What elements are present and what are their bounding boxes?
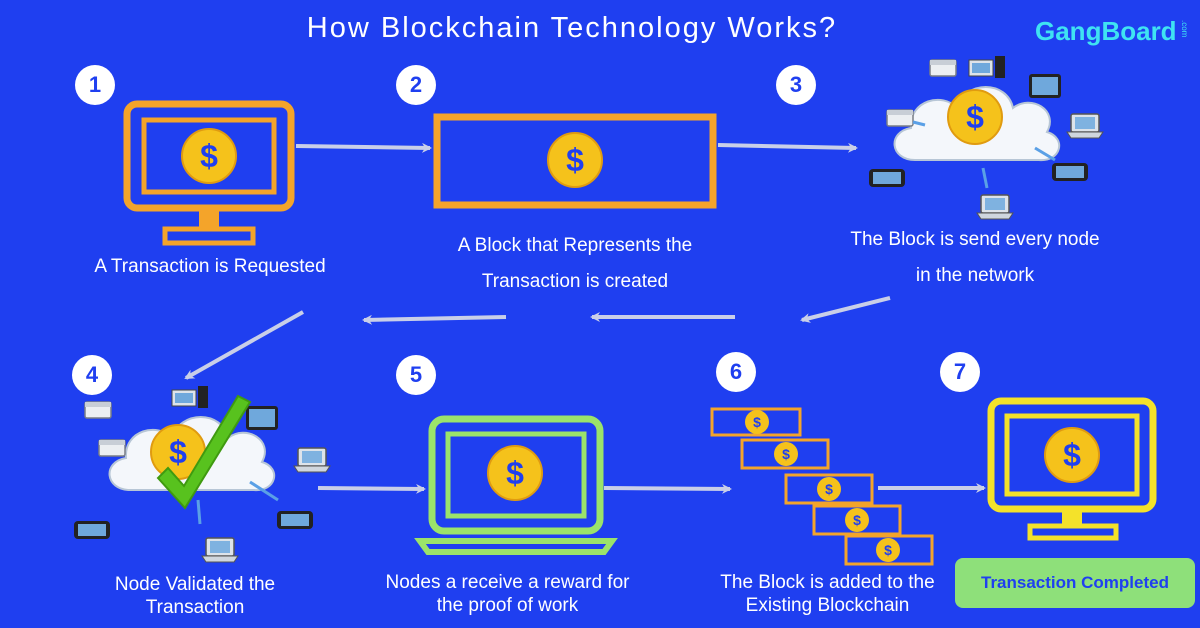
- step-5-caption: Nodes a receive a reward for the proof o…: [385, 572, 630, 616]
- step-1-caption: A Transaction is Requested: [94, 256, 326, 277]
- arrow-3-back-1: [800, 296, 891, 323]
- step-2-dollar-sign: $: [566, 142, 584, 178]
- step-6-blockchain-icon: [710, 407, 934, 566]
- flow-arrows: [184, 142, 986, 494]
- step-3-network-cloud-icon: [869, 55, 1104, 220]
- step-1-dollar-sign: $: [200, 138, 218, 174]
- chain-dollar-sign: $: [782, 446, 790, 462]
- page-title: How Blockchain Technology Works?: [306, 12, 838, 44]
- step-2-number: 2: [396, 65, 436, 105]
- arrow-3-back-3: [362, 314, 507, 325]
- chain-dollar-sign: $: [853, 512, 861, 528]
- arrow-2-to-3: [717, 142, 858, 153]
- step-1-monitor-icon: [123, 100, 295, 246]
- step-4-caption: Node Validated the Transaction: [114, 574, 276, 618]
- step-5-number: 5: [396, 355, 436, 395]
- step-6-caption: The Block is added to the Existing Block…: [720, 572, 935, 616]
- chain-dollar-sign: $: [753, 414, 761, 430]
- step-3-number: 3: [776, 65, 816, 105]
- step-7-dollar-sign: $: [1063, 437, 1081, 473]
- step-1-number: 1: [75, 65, 115, 105]
- brand-suffix: .com: [1180, 20, 1189, 38]
- step-4-validated-network-icon: [74, 385, 331, 563]
- step-2-block-icon: [433, 113, 717, 209]
- arrow-4-to-5: [317, 483, 426, 494]
- step-7-number: 7: [940, 352, 980, 392]
- transaction-completed-badge: Transaction Completed: [955, 558, 1195, 608]
- step-4-number: 4: [72, 355, 112, 395]
- brand-logo: GangBoard: [1035, 16, 1177, 46]
- step-3-dollar-sign: $: [966, 99, 984, 135]
- step-5-dollar-sign: $: [506, 455, 524, 491]
- arrow-to-4: [184, 310, 304, 380]
- step-3-caption: The Block is send every node in the netw…: [850, 229, 1100, 286]
- step-4-dollar-sign: $: [169, 434, 187, 470]
- step-7-monitor-icon: [987, 397, 1157, 541]
- chain-dollar-sign: $: [825, 481, 833, 497]
- step-6-number: 6: [716, 352, 756, 392]
- arrow-1-to-2: [295, 142, 432, 153]
- arrow-5-to-6: [603, 483, 732, 494]
- step-5-laptop-icon: [414, 415, 618, 555]
- chain-dollar-sign: $: [884, 542, 892, 558]
- checkmark-icon: [156, 394, 252, 510]
- step-2-caption: A Block that Represents the Transaction …: [457, 235, 693, 292]
- step-6-coin-icons: [745, 410, 900, 562]
